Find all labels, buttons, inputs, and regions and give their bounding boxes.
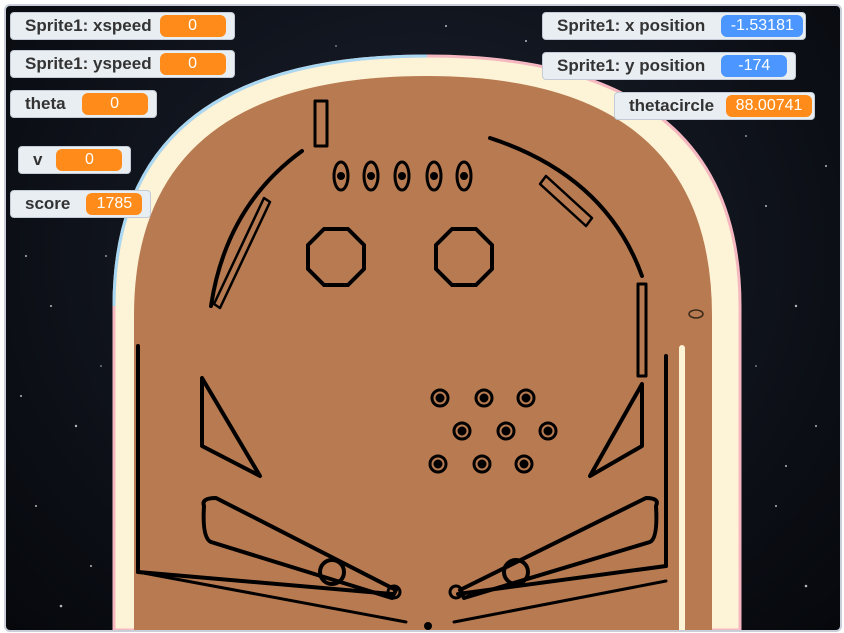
left-flipper-tip bbox=[386, 584, 402, 600]
monitor-label: thetacircle bbox=[629, 96, 715, 115]
playfield-drawings bbox=[136, 99, 685, 630]
monitor-value: 0 bbox=[56, 149, 123, 171]
slingshot-left bbox=[200, 376, 262, 478]
game-stage[interactable]: Sprite1: xspeed 0 Sprite1: yspeed 0 thet… bbox=[4, 4, 842, 632]
bumper-left bbox=[306, 227, 366, 287]
monitor-thetacircle[interactable]: thetacircle 88.00741 bbox=[614, 92, 816, 120]
right-drain-rail bbox=[452, 579, 668, 624]
monitor-theta[interactable]: theta 0 bbox=[10, 90, 157, 118]
bumper-right bbox=[434, 227, 494, 287]
monitor-x-position[interactable]: Sprite1: x position -1.53181 bbox=[542, 12, 807, 40]
pinball-ball bbox=[424, 622, 432, 630]
monitor-v[interactable]: v 0 bbox=[18, 146, 132, 174]
left-inlane bbox=[136, 570, 394, 596]
rim-edge-left bbox=[112, 54, 428, 307]
monitor-score[interactable]: score 1785 bbox=[10, 190, 152, 218]
monitor-value: 0 bbox=[159, 15, 226, 37]
left-flipper bbox=[201, 496, 398, 600]
right-flipper-tip bbox=[448, 584, 464, 600]
right-rail bbox=[488, 136, 644, 278]
left-drain-rail bbox=[136, 570, 408, 624]
monitor-label: score bbox=[25, 194, 71, 213]
left-rail bbox=[209, 149, 304, 308]
playfield-surface bbox=[134, 76, 712, 630]
rollover-targets bbox=[332, 160, 473, 192]
top-target bbox=[313, 99, 329, 148]
monitor-label: Sprite1: y position bbox=[557, 56, 706, 75]
monitor-label: v bbox=[33, 150, 43, 169]
slingshot-right bbox=[588, 382, 644, 478]
monitor-value: 1785 bbox=[86, 193, 143, 215]
right-target bbox=[636, 282, 648, 378]
right-lane-guide bbox=[538, 174, 594, 228]
pop-targets bbox=[428, 388, 558, 474]
monitor-yspeed[interactable]: Sprite1: yspeed 0 bbox=[10, 50, 235, 78]
monitor-label: theta bbox=[25, 94, 66, 113]
monitor-value: 88.00741 bbox=[726, 95, 813, 117]
monitor-label: Sprite1: x position bbox=[557, 16, 706, 35]
pinball-playfield bbox=[20, 25, 827, 630]
monitor-value: -1.53181 bbox=[721, 15, 804, 37]
monitor-label: Sprite1: xspeed bbox=[25, 16, 152, 35]
monitor-label: Sprite1: yspeed bbox=[25, 54, 152, 73]
right-flipper-pivot bbox=[502, 558, 530, 586]
left-lane-guide bbox=[212, 196, 272, 310]
left-flipper-pivot bbox=[318, 558, 346, 586]
launch-marker bbox=[688, 309, 704, 319]
monitor-xspeed[interactable]: Sprite1: xspeed 0 bbox=[10, 12, 235, 40]
monitor-y-position[interactable]: Sprite1: y position -174 bbox=[542, 52, 797, 80]
monitor-value: 0 bbox=[81, 93, 148, 115]
monitor-value: 0 bbox=[159, 53, 226, 75]
monitor-value: -174 bbox=[721, 55, 788, 77]
